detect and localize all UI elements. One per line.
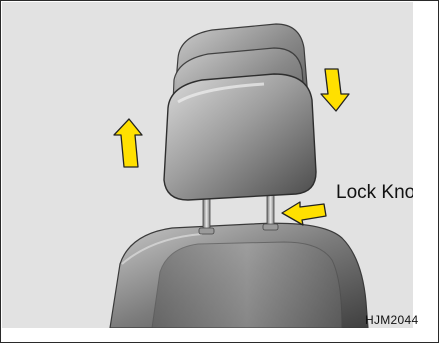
up-arrow-icon [114, 119, 142, 167]
lock-knob-label: Lock Knob [336, 182, 413, 204]
left-arrow-icon [282, 202, 326, 225]
headrest [164, 74, 316, 200]
lock-knob [263, 224, 278, 230]
figure-code: HJM2044 [365, 313, 418, 327]
headrest-illustration [2, 2, 413, 328]
seat-back [110, 223, 368, 328]
illustration-panel: Lock Knob [2, 2, 413, 328]
down-arrow-icon [321, 69, 349, 111]
